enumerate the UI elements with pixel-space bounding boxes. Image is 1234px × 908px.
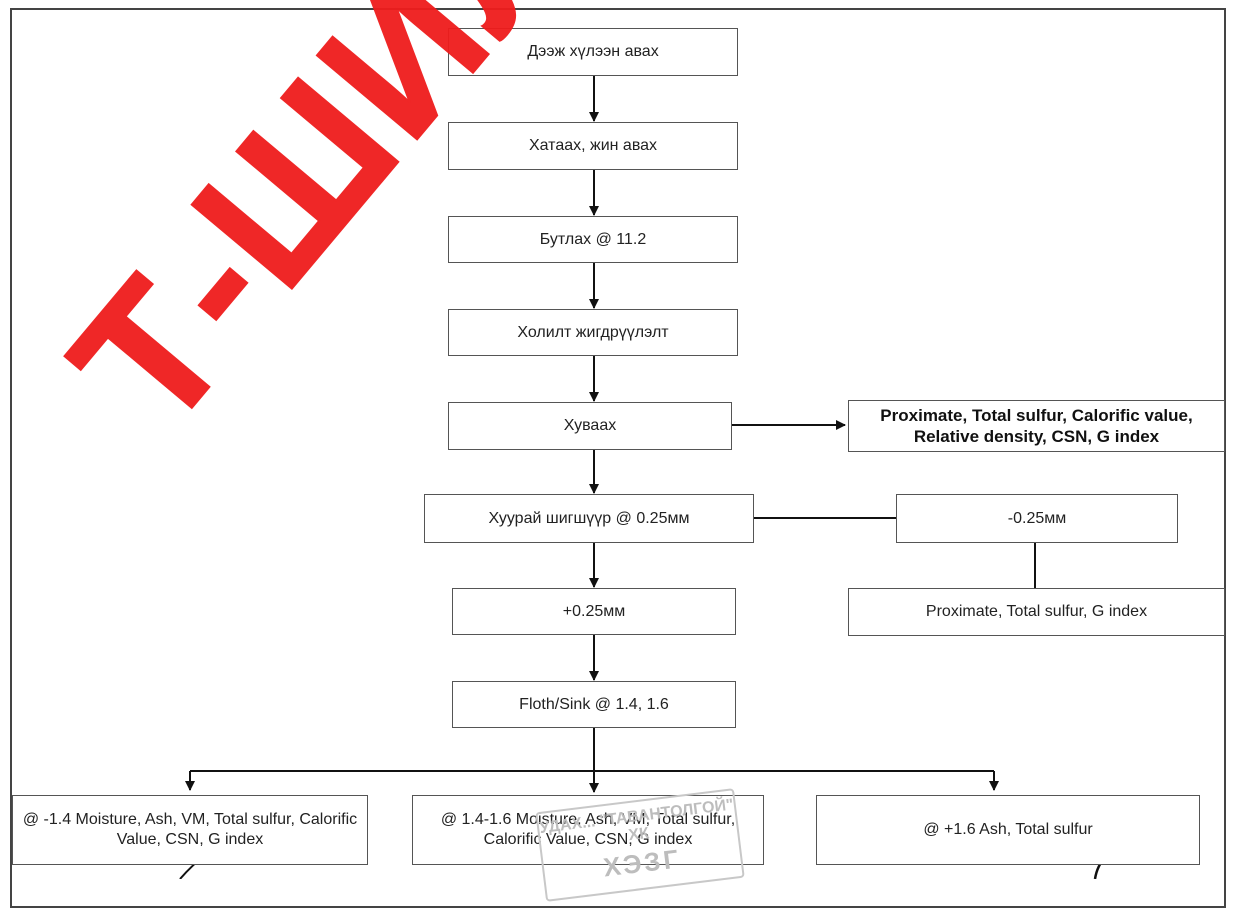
step-crush: Бутлах @ 11.2	[448, 216, 738, 263]
analysis-top: Proximate, Total sulfur, Calorific value…	[848, 400, 1225, 452]
step-dry-sieve: Хуурай шигшүүр @ 0.25мм	[424, 494, 754, 543]
output-middle: @ 1.4-1.6 Moisture, Ash, VM, Total sulfu…	[412, 795, 764, 865]
analysis-minus: Proximate, Total sulfur, G index	[848, 588, 1225, 636]
output-light: @ -1.4 Moisture, Ash, VM, Total sulfur, …	[12, 795, 368, 865]
fraction-plus: +0.25мм	[452, 588, 736, 635]
step-homogenize: Холилт жигдрүүлэлт	[448, 309, 738, 356]
step-divide: Хуваах	[448, 402, 732, 450]
step-dry-weigh: Хатаах, жин авах	[448, 122, 738, 170]
output-heavy: @ +1.6 Ash, Total sulfur	[816, 795, 1200, 865]
step-float-sink: Floth/Sink @ 1.4, 1.6	[452, 681, 736, 728]
step-receive-sample: Дээж хүлээн авах	[448, 28, 738, 76]
fraction-minus: -0.25мм	[896, 494, 1178, 543]
